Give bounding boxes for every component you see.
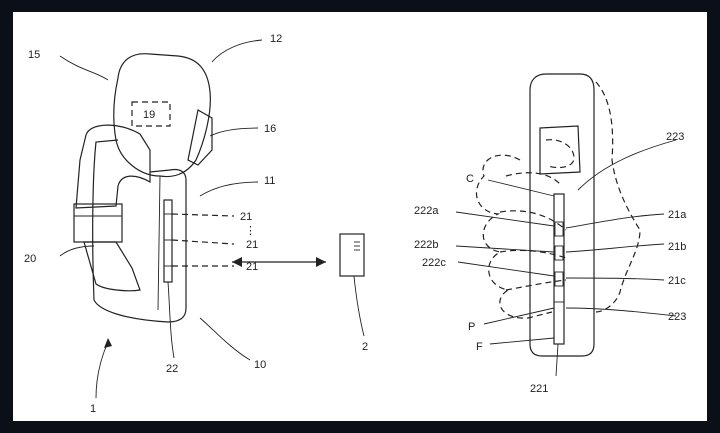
label-20: 20 bbox=[24, 253, 36, 265]
label-1: 1 bbox=[90, 403, 96, 415]
leader-221 bbox=[555, 343, 559, 377]
finger-1-dashed bbox=[505, 172, 561, 185]
leader-21a bbox=[565, 213, 665, 229]
right-controller-figure: 223 C 222a 222b 222c 21a 21b 21c 223 P bbox=[414, 73, 687, 395]
patent-drawing-sheet: 19 15 12 bbox=[13, 12, 707, 421]
leader-21-a bbox=[171, 213, 235, 217]
patent-drawing: 19 15 12 bbox=[24, 33, 687, 415]
sensor-21b bbox=[554, 245, 564, 261]
label-21a: 21a bbox=[668, 209, 687, 221]
leader-11 bbox=[199, 181, 259, 197]
leader-223-bottom bbox=[565, 307, 677, 317]
leader-10 bbox=[199, 317, 251, 361]
controller-grip-outline bbox=[92, 139, 187, 323]
leader-22 bbox=[167, 281, 175, 359]
sensor-strip-221 bbox=[553, 193, 565, 345]
label-11: 11 bbox=[264, 175, 275, 187]
leader-21c bbox=[565, 277, 665, 281]
grip-inner-edge bbox=[157, 175, 161, 311]
leader-222c bbox=[457, 261, 555, 277]
label-21-b: 21 bbox=[246, 239, 258, 251]
label-221: 221 bbox=[530, 383, 548, 395]
leader-F bbox=[489, 337, 555, 345]
finger-4-dashed bbox=[505, 279, 567, 291]
leader-16 bbox=[209, 127, 259, 137]
leader-1-arrowhead bbox=[104, 338, 112, 348]
hand-outline-dashed bbox=[595, 81, 641, 313]
label-222b: 222b bbox=[414, 239, 438, 251]
internal-component-19-box bbox=[131, 101, 171, 127]
label-12: 12 bbox=[270, 33, 282, 45]
hand-strap-outline bbox=[75, 124, 151, 209]
right-controller-body bbox=[529, 73, 595, 357]
left-controller-figure: 19 15 12 bbox=[24, 33, 368, 415]
sensor-21a bbox=[554, 221, 564, 237]
leader-222a bbox=[455, 211, 555, 227]
label-16: 16 bbox=[264, 123, 276, 135]
leader-P bbox=[483, 307, 555, 325]
external-device-2 bbox=[339, 233, 365, 277]
controller-head-outline bbox=[113, 53, 211, 178]
label-222a: 222a bbox=[414, 205, 439, 217]
leader-12 bbox=[211, 39, 263, 63]
leader-C bbox=[487, 179, 555, 197]
finger-3-dashed bbox=[499, 249, 567, 259]
label-19: 19 bbox=[143, 109, 155, 121]
label-2: 2 bbox=[362, 341, 368, 353]
label-F: F bbox=[476, 341, 483, 353]
label-15: 15 bbox=[28, 49, 40, 61]
finger-2-dashed bbox=[499, 210, 567, 231]
leader-15 bbox=[59, 55, 109, 81]
strap-lower-part bbox=[83, 241, 141, 292]
label-223-bottom: 223 bbox=[668, 311, 686, 323]
finger-tip-dashed bbox=[545, 139, 575, 169]
arrowhead-left bbox=[232, 257, 242, 267]
sensor-strip-22 bbox=[163, 199, 173, 283]
label-21c: 21c bbox=[668, 275, 686, 287]
hand-fingers-dashed bbox=[475, 154, 553, 319]
arrowhead-right bbox=[316, 257, 326, 267]
leader-223-top bbox=[577, 139, 677, 191]
side-panel-outline bbox=[187, 109, 213, 166]
leader-222b bbox=[455, 245, 555, 253]
label-21b: 21b bbox=[668, 241, 686, 253]
label-22: 22 bbox=[166, 363, 178, 375]
label-222c: 222c bbox=[422, 257, 446, 269]
sensor-21c bbox=[554, 271, 564, 287]
leader-2 bbox=[353, 275, 365, 337]
strap-band bbox=[73, 203, 123, 243]
leader-20 bbox=[59, 245, 95, 257]
label-ellipsis: ⋮ bbox=[245, 225, 256, 237]
label-P: P bbox=[468, 321, 475, 333]
label-21-c: 21 bbox=[246, 261, 258, 273]
label-223-top: 223 bbox=[666, 131, 684, 143]
label-C: C bbox=[466, 173, 474, 185]
label-21-a: 21 bbox=[240, 211, 252, 223]
upper-window bbox=[539, 125, 581, 175]
leader-21-b bbox=[171, 239, 235, 245]
label-10: 10 bbox=[254, 359, 266, 371]
leader-21b bbox=[565, 243, 665, 253]
leader-1 bbox=[95, 341, 109, 399]
